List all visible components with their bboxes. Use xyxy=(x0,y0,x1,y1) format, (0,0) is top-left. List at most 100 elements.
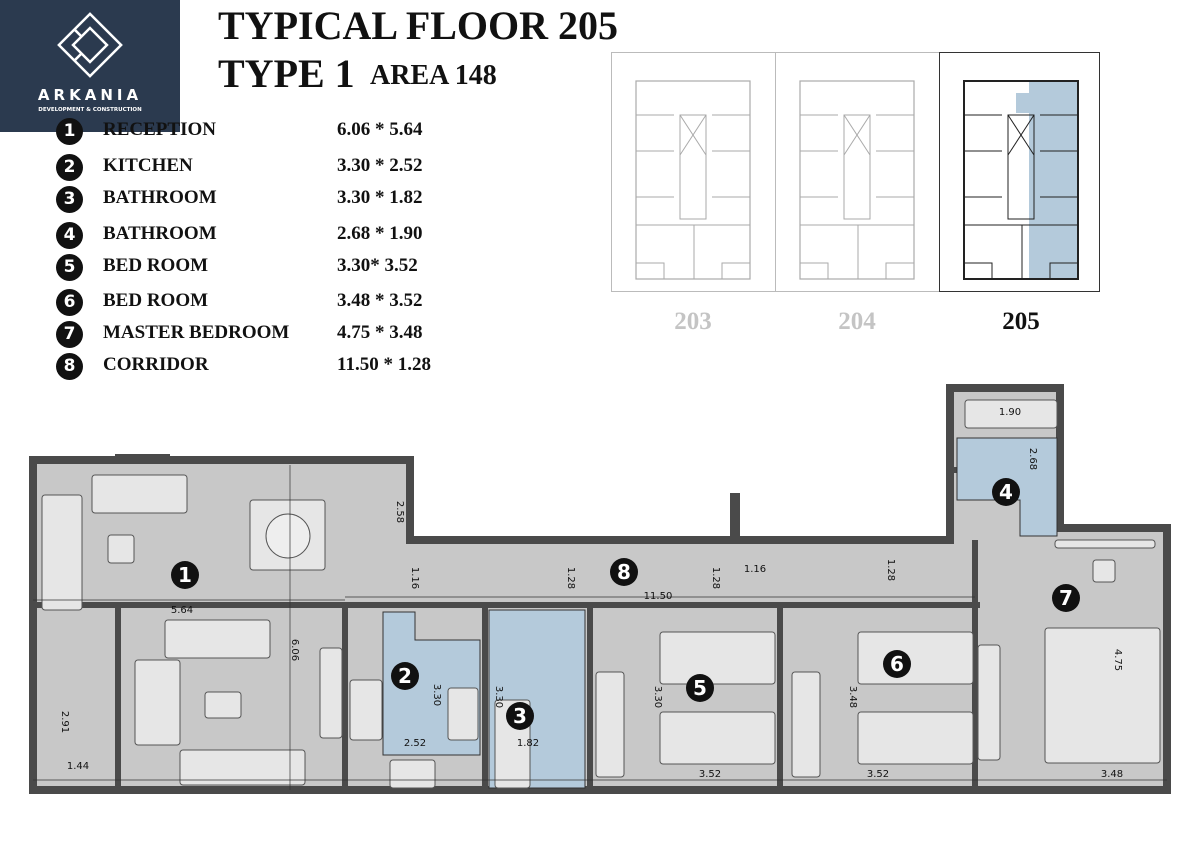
room-number-badge xyxy=(686,674,714,702)
unit-plan-thumbnail xyxy=(799,80,915,280)
bathtub xyxy=(964,399,1058,429)
wall-column xyxy=(730,493,740,543)
room-name: BATHROOM xyxy=(103,187,217,208)
page-title: TYPICAL FLOOR 205 xyxy=(218,3,619,48)
bed xyxy=(857,631,974,685)
room-number-badge xyxy=(610,558,638,586)
wardrobe xyxy=(595,671,625,778)
room-dimensions: 3.48 * 3.52 xyxy=(337,290,423,311)
double-bed xyxy=(1044,627,1161,764)
room-number-badge: 3 xyxy=(56,186,83,213)
stove xyxy=(349,679,383,741)
unit-label[interactable]: 204 xyxy=(838,308,876,335)
unit-label[interactable]: 203 xyxy=(674,308,712,335)
dimension-label: 2.91 xyxy=(59,711,70,733)
room-name: BED ROOM xyxy=(103,255,209,276)
wardrobe xyxy=(977,644,1001,761)
dimension-label: 1.16 xyxy=(744,564,766,575)
dimension-label: 3.30 xyxy=(652,686,663,708)
window-ledge xyxy=(1054,539,1156,549)
company-logo: ARKANIA DEVELOPMENT & CONSTRUCTION xyxy=(0,0,180,132)
sofa xyxy=(91,474,188,514)
unit-plan-thumbnail xyxy=(963,80,1079,280)
side-table xyxy=(107,534,135,564)
fridge xyxy=(447,687,479,741)
room-number-badge: 7 xyxy=(56,321,83,348)
bed xyxy=(659,631,776,685)
dimension-label: 1.16 xyxy=(409,567,420,589)
room-number-badge xyxy=(883,650,911,678)
room-name: BED ROOM xyxy=(103,290,209,311)
unit-area: AREA 148 xyxy=(370,60,497,91)
dimension-label: 2.68 xyxy=(1027,448,1038,470)
room-name: KITCHEN xyxy=(103,155,193,176)
sofa xyxy=(179,749,306,786)
room-dimensions: 3.30 * 2.52 xyxy=(337,155,423,176)
room-name: BATHROOM xyxy=(103,223,217,244)
dimension-label: 3.52 xyxy=(867,769,889,780)
room-number-badge: 2 xyxy=(56,154,83,181)
room-number: 1 xyxy=(178,563,192,587)
wardrobe xyxy=(791,671,821,778)
dimension-label: 1.28 xyxy=(885,559,896,581)
room-number: 8 xyxy=(617,560,631,584)
logo-tagline: DEVELOPMENT & CONSTRUCTION xyxy=(38,107,142,113)
room-number-badge: 8 xyxy=(56,353,83,380)
dimension-label: 5.64 xyxy=(171,605,193,616)
bed xyxy=(857,711,974,765)
room-dimensions: 6.06 * 5.64 xyxy=(337,119,423,140)
unit-thumbnail-205[interactable] xyxy=(939,52,1100,292)
dimension-label: 3.48 xyxy=(1101,769,1123,780)
logo-brand: ARKANIA xyxy=(37,86,143,104)
dimension-label: 4.75 xyxy=(1112,649,1123,671)
room-number-badge: 1 xyxy=(56,118,83,145)
armchairs xyxy=(164,619,271,659)
dimension-label: 3.30 xyxy=(431,684,442,706)
room-dimensions: 3.30 * 1.82 xyxy=(337,187,423,208)
logo-mark-icon xyxy=(57,12,123,78)
room-name: CORRIDOR xyxy=(103,354,209,375)
unit-type: TYPE 1 xyxy=(218,51,355,96)
dimension-label: 11.50 xyxy=(644,591,673,602)
unit-thumbnail-204[interactable] xyxy=(775,52,940,292)
dimension-label: 3.52 xyxy=(699,769,721,780)
counter xyxy=(319,647,343,739)
sofa xyxy=(134,659,181,746)
sofa xyxy=(41,494,83,611)
dimension-label: 1.28 xyxy=(565,567,576,589)
room-dimensions: 4.75 * 3.48 xyxy=(337,322,423,343)
room-number: 6 xyxy=(890,652,904,676)
room-number-badge: 6 xyxy=(56,289,83,316)
room-number: 5 xyxy=(693,676,707,700)
sink xyxy=(389,759,436,789)
room-dimensions: 2.68 * 1.90 xyxy=(337,223,423,244)
room-dimensions: 11.50 * 1.28 xyxy=(337,354,431,375)
unit-thumbnail-203[interactable] xyxy=(611,52,776,292)
room-number: 7 xyxy=(1059,586,1073,610)
dimension-label: 2.52 xyxy=(404,738,426,749)
unit-label[interactable]: 205 xyxy=(1002,308,1040,335)
room-number: 2 xyxy=(398,664,412,688)
apartment-outline xyxy=(29,384,1171,794)
room-number-badge xyxy=(992,478,1020,506)
room-number-badge: 5 xyxy=(56,254,83,281)
dimension-label: 3.48 xyxy=(847,686,858,708)
dimension-label: 1.82 xyxy=(517,738,539,749)
room-number-badge: 4 xyxy=(56,222,83,249)
room-number-badge xyxy=(171,561,199,589)
dimension-label: 1.44 xyxy=(67,761,89,772)
dimension-label: 1.28 xyxy=(710,567,721,589)
dimension-label: 3.30 xyxy=(493,686,504,708)
room-number-badge xyxy=(506,702,534,730)
bed xyxy=(659,711,776,765)
room-number-badge xyxy=(391,662,419,690)
dimension-label: 1.90 xyxy=(999,407,1021,418)
room-number-badge xyxy=(1052,584,1080,612)
nightstand xyxy=(1092,559,1116,583)
room-number: 4 xyxy=(999,480,1013,504)
dimension-label: 2.58 xyxy=(394,501,405,523)
room-number: 3 xyxy=(513,704,527,728)
room-dimensions: 3.30* 3.52 xyxy=(337,255,418,276)
room-name: RECEPTION xyxy=(103,119,216,140)
